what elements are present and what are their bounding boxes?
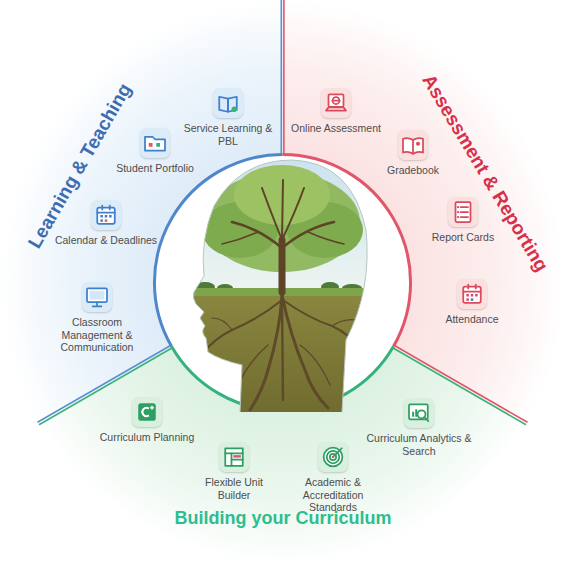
divider-line xyxy=(280,0,282,155)
feature-item: Calendar & Deadlines xyxy=(51,200,161,247)
icon-glyph xyxy=(219,442,249,472)
feature-item: Gradebook xyxy=(368,130,458,177)
icon-glyph xyxy=(91,200,121,230)
feature-icon xyxy=(140,128,170,158)
feature-item: Report Cards xyxy=(418,197,508,244)
feature-icon xyxy=(82,282,112,312)
sector-title: Building your Curriculum xyxy=(143,506,423,530)
feature-item: Service Learning & PBL xyxy=(182,88,274,147)
feature-item: Curriculum Planning xyxy=(92,397,202,444)
divider-lines xyxy=(38,0,528,425)
sector-fill xyxy=(38,283,526,565)
feature-icon xyxy=(404,398,434,428)
feature-item: Curriculum Analytics & Search xyxy=(363,398,475,457)
icon-glyph xyxy=(457,279,487,309)
feature-icon xyxy=(448,197,478,227)
icon-glyph xyxy=(82,282,112,312)
divider-line xyxy=(39,348,172,425)
feature-label: Academic & Accreditation Standards xyxy=(296,476,370,514)
feature-icon xyxy=(219,442,249,472)
feature-icon xyxy=(318,442,348,472)
feature-label: Curriculum Analytics & Search xyxy=(363,432,475,457)
feature-item: Student Portfolio xyxy=(105,128,205,175)
icon-glyph xyxy=(398,130,428,160)
feature-label: Student Portfolio xyxy=(105,162,205,175)
feature-icon xyxy=(321,88,351,118)
soil xyxy=(180,292,380,422)
divider-line xyxy=(393,348,526,425)
sky xyxy=(180,150,380,295)
head-illustration xyxy=(180,150,380,422)
icon-glyph xyxy=(404,398,434,428)
feature-label: Gradebook xyxy=(368,164,458,177)
divider-line xyxy=(394,345,528,422)
roots xyxy=(200,295,360,410)
feature-item: Flexible Unit Builder xyxy=(198,442,270,501)
feature-item: Classroom Management & Communication xyxy=(58,282,136,354)
feature-item: Online Assessment xyxy=(286,88,386,135)
feature-label: Curriculum Planning xyxy=(92,431,202,444)
feature-label: Report Cards xyxy=(418,231,508,244)
icon-glyph xyxy=(213,88,243,118)
feature-icon xyxy=(398,130,428,160)
inner-circle xyxy=(155,155,411,411)
icon-glyph xyxy=(132,397,162,427)
head-outline xyxy=(193,160,367,412)
feature-icon xyxy=(457,279,487,309)
feature-label: Flexible Unit Builder xyxy=(198,476,270,501)
icon-glyph xyxy=(321,88,351,118)
feature-icon xyxy=(132,397,162,427)
feature-item: Academic & Accreditation Standards xyxy=(296,442,370,514)
feature-label: Classroom Management & Communication xyxy=(58,316,136,354)
icon-glyph xyxy=(140,128,170,158)
feature-label: Attendance xyxy=(427,313,517,326)
icon-glyph xyxy=(318,442,348,472)
feature-icon xyxy=(91,200,121,230)
feature-label: Service Learning & PBL xyxy=(182,122,274,147)
feature-icon xyxy=(213,88,243,118)
icon-glyph xyxy=(448,197,478,227)
tree-trunk xyxy=(222,180,344,292)
feature-label: Online Assessment xyxy=(286,122,386,135)
divider-line xyxy=(283,0,285,155)
feature-label: Calendar & Deadlines xyxy=(51,234,161,247)
feature-item: Attendance xyxy=(427,279,517,326)
divider-line xyxy=(38,345,172,422)
